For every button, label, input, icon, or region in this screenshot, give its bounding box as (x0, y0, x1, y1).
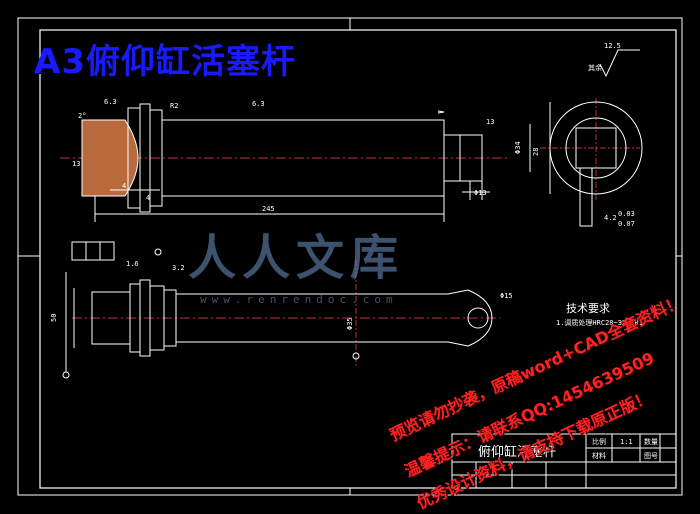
dim-rough-6-3: 6.3 (104, 98, 117, 106)
dim-4-left: 4 (122, 182, 126, 190)
inner-frame (39, 29, 677, 489)
dim-rough-6-3b: 6.3 (252, 100, 265, 108)
end-view (529, 98, 643, 227)
dim-dia13: Φ13 (474, 189, 487, 197)
dim-rough-1-6: 1.6 (126, 260, 139, 268)
rod-section-view (62, 241, 500, 379)
tb-label-drawing-no: 图号 (644, 452, 658, 460)
rod-main-view (60, 103, 510, 222)
dim-13-left: 13 (72, 160, 80, 168)
watermark-url: www.renrendoc.com (200, 293, 398, 306)
dim-angle: 2° (78, 112, 86, 120)
dim-dia35: Φ35 (346, 317, 354, 330)
tb-label-qty: 数量 (644, 437, 658, 446)
tech-requirements-text: 1.调质处理HRC28~32HBR1. (556, 319, 648, 327)
dim-dia34: Φ34 (514, 141, 522, 154)
dim-rough-3-2: 3.2 (172, 264, 185, 272)
tb-label-material: 材料 (592, 451, 606, 460)
dim-hole: Φ15 (500, 292, 513, 300)
overlay-title: A3俯仰缸活塞杆 (34, 42, 296, 82)
dim-length-total: 245 (262, 205, 275, 213)
dim-tol-007: 0.07 (618, 220, 635, 228)
tech-requirements-title: 技术要求 (566, 302, 610, 315)
rough-note: 12.5 (604, 42, 621, 50)
dim-4-2: 4.2 (604, 214, 617, 222)
dim-tol-50: 50 (50, 314, 58, 322)
dim-tol-003: 0.03 (618, 210, 635, 218)
tb-label-scale: 比例 (592, 437, 606, 446)
dim-28: 28 (532, 148, 540, 156)
tb-value-scale: 1:1 (620, 438, 633, 446)
watermark-brand: 人人文库 (188, 230, 405, 286)
dim-4-right: 4 (146, 194, 150, 202)
bom-label: 其余 (588, 63, 602, 72)
titleblock-part-title: 俯仰缸活塞杆 (478, 445, 557, 460)
dim-13-right: 13 (486, 118, 494, 126)
dim-r2: R2 (170, 102, 178, 110)
title-block (451, 433, 677, 489)
